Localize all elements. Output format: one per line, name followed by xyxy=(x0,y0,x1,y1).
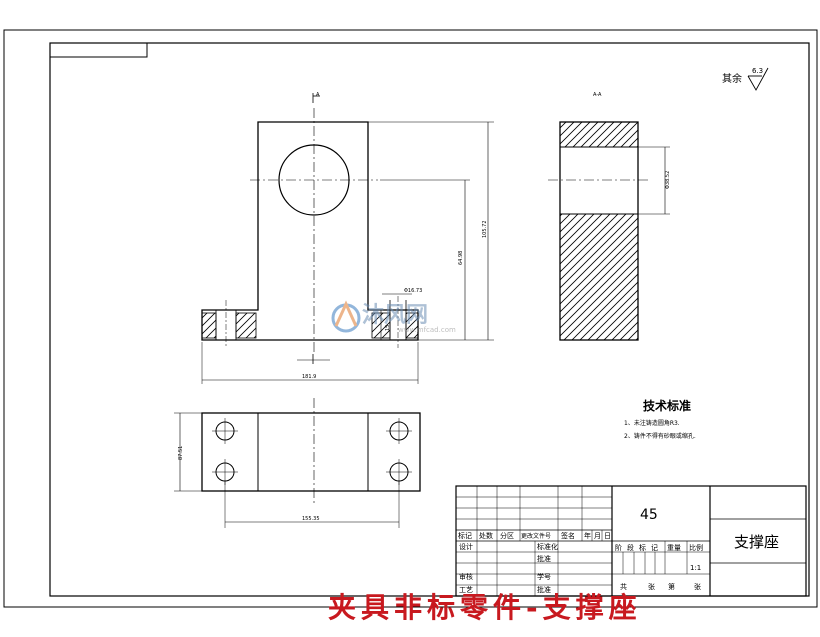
mid-label: 批准 xyxy=(537,554,551,563)
sheet-label: 共 xyxy=(620,582,627,591)
hdr-cell: 分区 xyxy=(500,531,514,540)
stage-label: 阶 xyxy=(615,543,622,552)
watermark-logo-icon xyxy=(331,300,361,333)
hdr-cell: 更改文件号 xyxy=(521,532,551,540)
roughness-note: 其余 xyxy=(722,72,742,85)
hdr-cell: 日 xyxy=(604,532,611,540)
roughness-symbol: 其余 6.3 xyxy=(722,67,769,91)
dim-center-height: 64.98 xyxy=(458,251,464,265)
mounting-hole xyxy=(386,418,412,444)
hdr-cell: 标记 xyxy=(458,531,472,540)
roughness-value: 6.3 xyxy=(752,67,763,75)
tech-requirements: 技术标准 1、未注铸造圆角R3. 2、铸件不得有砂眼或缩孔. xyxy=(624,398,696,440)
sheet-label: 张 xyxy=(648,582,655,591)
top-view: 87.51 155.35 xyxy=(174,398,421,528)
title-block xyxy=(455,485,807,597)
left-label: 设计 xyxy=(459,542,473,551)
left-counterbore-hatch xyxy=(201,312,217,339)
mid-label: 批准 xyxy=(537,585,551,594)
front-section-mark: A xyxy=(316,92,320,98)
mid-label: 标准化 xyxy=(537,542,558,551)
mid-label: 学号 xyxy=(537,572,551,581)
scale-value: 1:1 xyxy=(690,564,701,572)
dim-base-length: 181.9 xyxy=(302,374,316,380)
sheet-label: 第 xyxy=(668,582,675,591)
stage-label: 标 xyxy=(639,543,646,552)
dim-bore: Φ38.52 xyxy=(665,171,671,189)
title-block-text: 标记 处数 分区 更改文件号 签名 年 月 日 设计 审核 工艺 标准化 批准 … xyxy=(458,507,779,594)
side-view: A-A Φ38.52 xyxy=(548,92,671,341)
part-name: 支撑座 xyxy=(734,533,779,551)
tech-item: 1、未注铸造圆角R3. xyxy=(624,419,680,427)
watermark-brand: 沐风网 xyxy=(362,303,428,328)
stage-label: 段 xyxy=(627,543,634,552)
inner-border xyxy=(49,42,810,597)
tech-item: 2、铸件不得有砂眼或缩孔. xyxy=(624,432,696,440)
sheet-label: 张 xyxy=(694,582,701,591)
hdr-cell: 月 xyxy=(594,532,601,540)
dim-counterbore: Φ16.73 xyxy=(404,288,422,294)
material-value: 45 xyxy=(640,507,658,523)
outer-border xyxy=(3,29,818,608)
dim-base-width: 87.51 xyxy=(178,446,184,460)
hdr-cell: 处数 xyxy=(479,531,493,540)
front-view: A Φ16.73 15 105.72 64.98 xyxy=(201,92,494,384)
dim-total-height: 105.72 xyxy=(482,221,488,239)
stage-label: 比例 xyxy=(689,543,703,552)
side-section-label: A-A xyxy=(593,92,602,98)
left-label: 工艺 xyxy=(459,586,473,594)
dim-hole-spacing: 155.35 xyxy=(302,516,320,522)
hdr-cell: 年 xyxy=(584,531,591,540)
corner-code-box xyxy=(49,42,148,58)
mounting-hole xyxy=(212,418,238,444)
stage-label: 记 xyxy=(651,544,658,552)
side-top-hatch xyxy=(559,121,639,148)
site-watermark: 沐风网 www.mfcad.com xyxy=(331,300,456,334)
tech-title: 技术标准 xyxy=(643,398,691,413)
watermark-url: www.mfcad.com xyxy=(398,326,456,334)
left-label: 审核 xyxy=(459,572,473,581)
side-bottom-hatch xyxy=(559,213,639,341)
hdr-cell: 签名 xyxy=(561,531,575,540)
dim-base-thickness: 15 xyxy=(385,325,391,331)
bottom-caption: 夹具非标零件-支撑座 xyxy=(328,591,642,624)
stage-label: 重量 xyxy=(667,544,681,552)
